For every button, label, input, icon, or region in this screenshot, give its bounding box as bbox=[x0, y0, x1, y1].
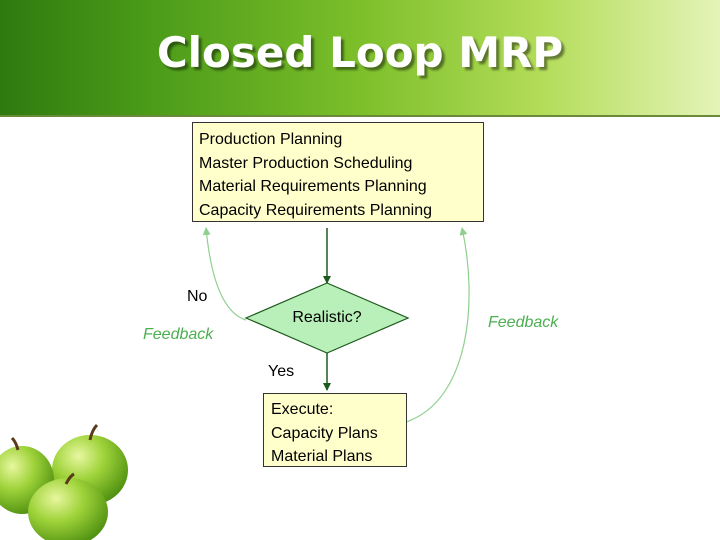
title-banner bbox=[0, 0, 720, 115]
no-label: No bbox=[187, 288, 208, 305]
green-apples-illustration bbox=[0, 423, 128, 540]
apple-icon bbox=[28, 472, 108, 540]
slide-title: Closed Loop MRP bbox=[156, 28, 564, 77]
banner-divider bbox=[0, 115, 720, 117]
feedback-right-label: Feedback bbox=[488, 314, 559, 331]
feedback-right-arrow bbox=[405, 227, 470, 423]
planning-box: Production Planning Master Production Sc… bbox=[192, 122, 484, 222]
decision-label: Realistic? bbox=[292, 309, 362, 326]
yes-label: Yes bbox=[268, 363, 295, 380]
planning-line: Capacity Requirements Planning bbox=[199, 201, 433, 219]
decision-diamond bbox=[244, 282, 410, 354]
execute-line: Capacity Plans bbox=[271, 424, 378, 442]
execute-line: Material Plans bbox=[271, 448, 373, 465]
execute-box: Execute: Capacity Plans Material Plans bbox=[263, 393, 407, 467]
planning-line: Master Production Scheduling bbox=[199, 154, 413, 172]
execute-line: Execute: bbox=[271, 401, 334, 418]
planning-line: Material Requirements Planning bbox=[199, 178, 427, 195]
feedback-left-label: Feedback bbox=[143, 326, 214, 343]
planning-line: Production Planning bbox=[199, 131, 343, 148]
feedback-left-arrow bbox=[202, 227, 247, 321]
